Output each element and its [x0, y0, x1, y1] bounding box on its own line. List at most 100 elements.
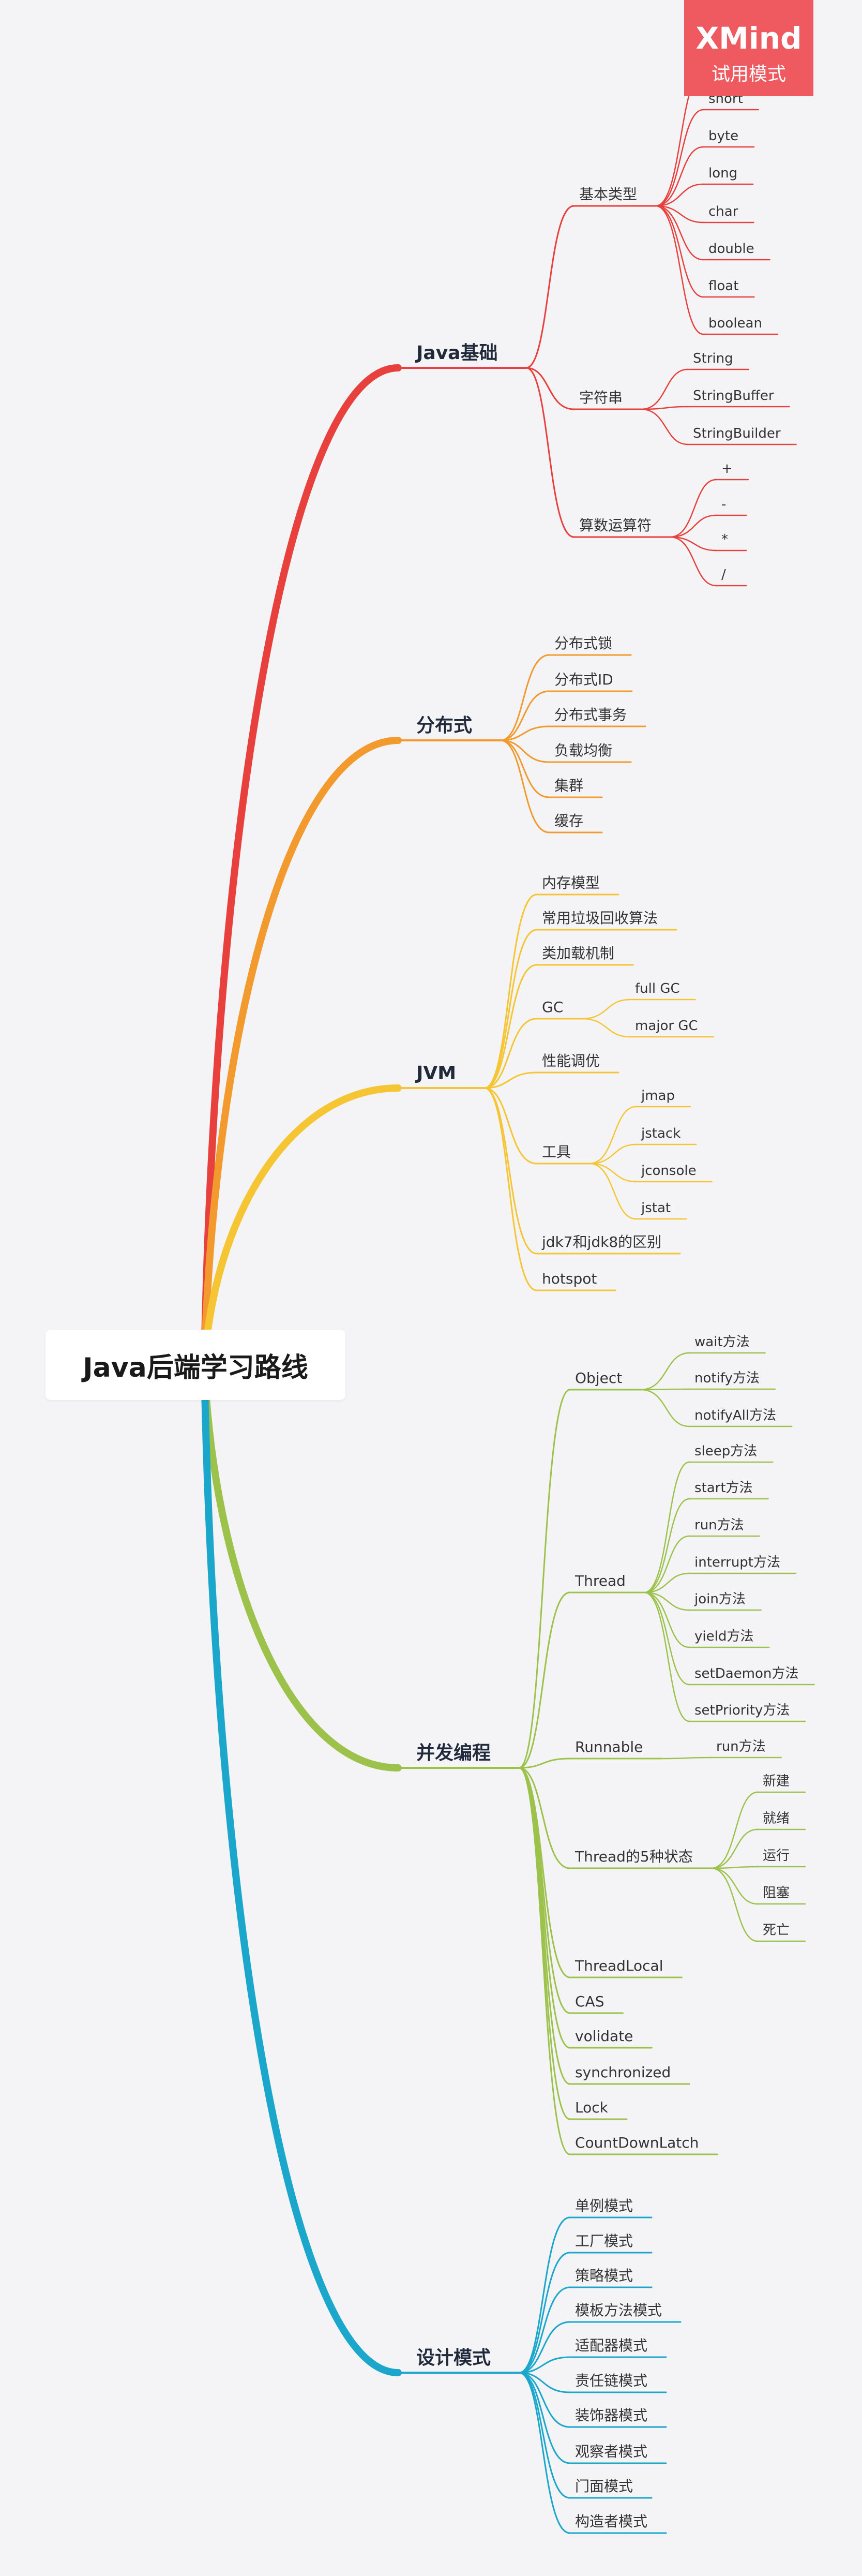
leaf-topic-3-0-0[interactable]: wait方法: [694, 1334, 750, 1350]
sub-topic-3-4[interactable]: ThreadLocal: [575, 1957, 663, 1974]
branch-item-3[interactable]: 并发编程: [416, 1743, 491, 1764]
leaf-topic-3-1-3[interactable]: interrupt方法: [694, 1555, 780, 1570]
leaf-topic-3-1-5[interactable]: yield方法: [694, 1629, 754, 1644]
leaf-topic-2-5-3[interactable]: jstat: [641, 1200, 671, 1216]
sub-topic-1-3[interactable]: 负载均衡: [554, 742, 613, 759]
leaf-topic-0-0-2[interactable]: byte: [708, 128, 739, 144]
leaf-link-0-1-2: [640, 408, 689, 445]
leaf-topic-0-0-6[interactable]: float: [708, 278, 739, 294]
sub-topic-3-5[interactable]: CAS: [575, 1993, 604, 2010]
sub-topic-2-2[interactable]: 类加载机制: [542, 945, 615, 962]
trial-mode-label: 试用模式: [711, 64, 786, 85]
leaf-link-3-3-4: [710, 1867, 759, 1942]
leaf-topic-3-1-4[interactable]: join方法: [694, 1591, 746, 1607]
sub-topic-4-0[interactable]: 单例模式: [575, 2197, 633, 2214]
sub-topic-3-8[interactable]: Lock: [575, 2099, 608, 2116]
leaf-topic-0-0-7[interactable]: boolean: [708, 316, 762, 331]
sub-topic-3-9[interactable]: CountDownLatch: [575, 2134, 699, 2151]
leaf-topic-3-3-0[interactable]: 新建: [763, 1774, 790, 1789]
leaf-topic-0-2-3[interactable]: /: [721, 567, 726, 583]
sub-topic-3-1[interactable]: Thread: [575, 1572, 626, 1589]
leaf-topic-0-2-0[interactable]: +: [721, 461, 733, 477]
leaf-link-3-1-4: [643, 1591, 690, 1611]
leaf-topic-0-0-4[interactable]: char: [708, 204, 738, 219]
sub-link-0-2: [525, 367, 575, 538]
leaf-link-2-5-3: [588, 1163, 637, 1220]
leaf-topic-0-2-1[interactable]: -: [721, 497, 727, 512]
sub-topic-3-3[interactable]: Thread的5种状态: [575, 1848, 693, 1865]
leaf-topic-3-0-2[interactable]: notifyAll方法: [694, 1408, 777, 1423]
leaf-link-3-3-0: [710, 1791, 759, 1869]
sub-link-4-4: [518, 2356, 571, 2374]
sub-link-0-0: [525, 205, 575, 369]
leaf-topic-3-1-1[interactable]: start方法: [694, 1480, 753, 1496]
sub-topic-4-5[interactable]: 责任链模式: [575, 2372, 648, 2389]
sub-link-1-4: [500, 739, 550, 798]
leaf-topic-0-0-3[interactable]: long: [708, 166, 738, 181]
leaf-topic-3-1-6[interactable]: setDaemon方法: [694, 1666, 799, 1681]
leaf-link-3-1-6: [643, 1591, 690, 1686]
sub-topic-2-4[interactable]: 性能调优: [542, 1052, 600, 1069]
sub-topic-2-3[interactable]: GC: [542, 999, 564, 1016]
sub-topic-0-2[interactable]: 算数运算符: [579, 517, 652, 534]
sub-link-4-6: [518, 2372, 571, 2428]
branch-item-4[interactable]: 设计模式: [416, 2347, 491, 2369]
leaf-topic-3-3-3[interactable]: 阻塞: [763, 1885, 790, 1901]
sub-topic-4-2[interactable]: 策略模式: [575, 2267, 633, 2284]
leaf-topic-3-3-4[interactable]: 死亡: [763, 1923, 790, 1938]
sub-link-1-0: [500, 654, 550, 741]
sub-topic-4-3[interactable]: 模板方法模式: [575, 2302, 662, 2319]
sub-link-4-7: [518, 2372, 571, 2464]
leaf-topic-3-1-7[interactable]: setPriority方法: [694, 1703, 790, 1718]
sub-topic-2-5[interactable]: 工具: [542, 1143, 571, 1160]
branch-java-0[interactable]: Java基础: [416, 343, 498, 364]
leaf-topic-2-5-0[interactable]: jmap: [641, 1088, 675, 1104]
sub-topic-4-9[interactable]: 构造者模式: [575, 2513, 648, 2530]
sub-topic-3-7[interactable]: synchronized: [575, 2064, 671, 2081]
sub-topic-4-4[interactable]: 适配器模式: [575, 2337, 648, 2354]
sub-topic-2-6[interactable]: jdk7和jdk8的区别: [542, 1233, 662, 1250]
leaf-topic-0-1-0[interactable]: String: [693, 351, 733, 366]
leaf-link-0-2-0: [669, 479, 717, 538]
leaf-topic-3-3-1[interactable]: 就绪: [763, 1811, 790, 1826]
sub-topic-3-2[interactable]: Runnable: [575, 1738, 643, 1755]
branch-jvm-2[interactable]: JVM: [416, 1063, 457, 1084]
leaf-topic-2-5-2[interactable]: jconsole: [641, 1163, 697, 1179]
leaf-link-2-5-2: [588, 1163, 637, 1183]
sub-topic-2-0[interactable]: 内存模型: [542, 874, 600, 891]
sub-topic-4-7[interactable]: 观察者模式: [575, 2443, 648, 2460]
sub-topic-1-2[interactable]: 分布式事务: [554, 706, 627, 723]
leaf-topic-3-1-2[interactable]: run方法: [694, 1517, 744, 1533]
branch-item-1[interactable]: 分布式: [416, 715, 473, 736]
sub-link-2-6: [483, 1087, 538, 1255]
sub-topic-3-0[interactable]: Object: [575, 1369, 623, 1387]
leaf-topic-3-2-0[interactable]: run方法: [716, 1739, 766, 1754]
leaf-topic-3-1-0[interactable]: sleep方法: [694, 1443, 758, 1459]
leaf-topic-3-3-2[interactable]: 运行: [763, 1848, 790, 1864]
sub-topic-0-0[interactable]: 基本类型: [579, 186, 638, 203]
leaf-topic-0-1-2[interactable]: StringBuilder: [693, 426, 781, 441]
leaf-topic-2-5-1[interactable]: jstack: [641, 1126, 681, 1141]
sub-topic-1-5[interactable]: 缓存: [554, 812, 584, 829]
leaf-topic-0-0-5[interactable]: double: [708, 241, 754, 257]
sub-topic-3-6[interactable]: volidate: [575, 2028, 633, 2045]
sub-link-2-4: [483, 1071, 538, 1089]
sub-topic-2-7[interactable]: hotspot: [542, 1270, 597, 1287]
leaf-topic-2-3-1[interactable]: major GC: [635, 1018, 698, 1034]
sub-topic-2-1[interactable]: 常用垃圾回收算法: [542, 910, 658, 927]
leaf-topic-0-2-2[interactable]: *: [721, 532, 728, 547]
sub-topic-4-8[interactable]: 门面模式: [575, 2478, 633, 2495]
leaf-topic-0-1-1[interactable]: StringBuffer: [693, 388, 774, 404]
sub-link-2-5: [483, 1087, 538, 1165]
branch-link-2: [201, 1084, 402, 1368]
sub-topic-0-1[interactable]: 字符串: [579, 389, 623, 406]
leaf-topic-3-0-1[interactable]: notify方法: [694, 1371, 760, 1386]
sub-topic-4-6[interactable]: 装饰器模式: [575, 2407, 648, 2424]
sub-topic-4-1[interactable]: 工厂模式: [575, 2232, 633, 2250]
root-topic[interactable]: Java后端学习路线: [46, 1330, 345, 1400]
sub-topic-1-0[interactable]: 分布式锁: [554, 635, 613, 652]
sub-topic-1-4[interactable]: 集群: [554, 777, 584, 794]
leaf-topic-2-3-0[interactable]: full GC: [635, 981, 680, 996]
sub-topic-1-1[interactable]: 分布式ID: [554, 671, 613, 688]
